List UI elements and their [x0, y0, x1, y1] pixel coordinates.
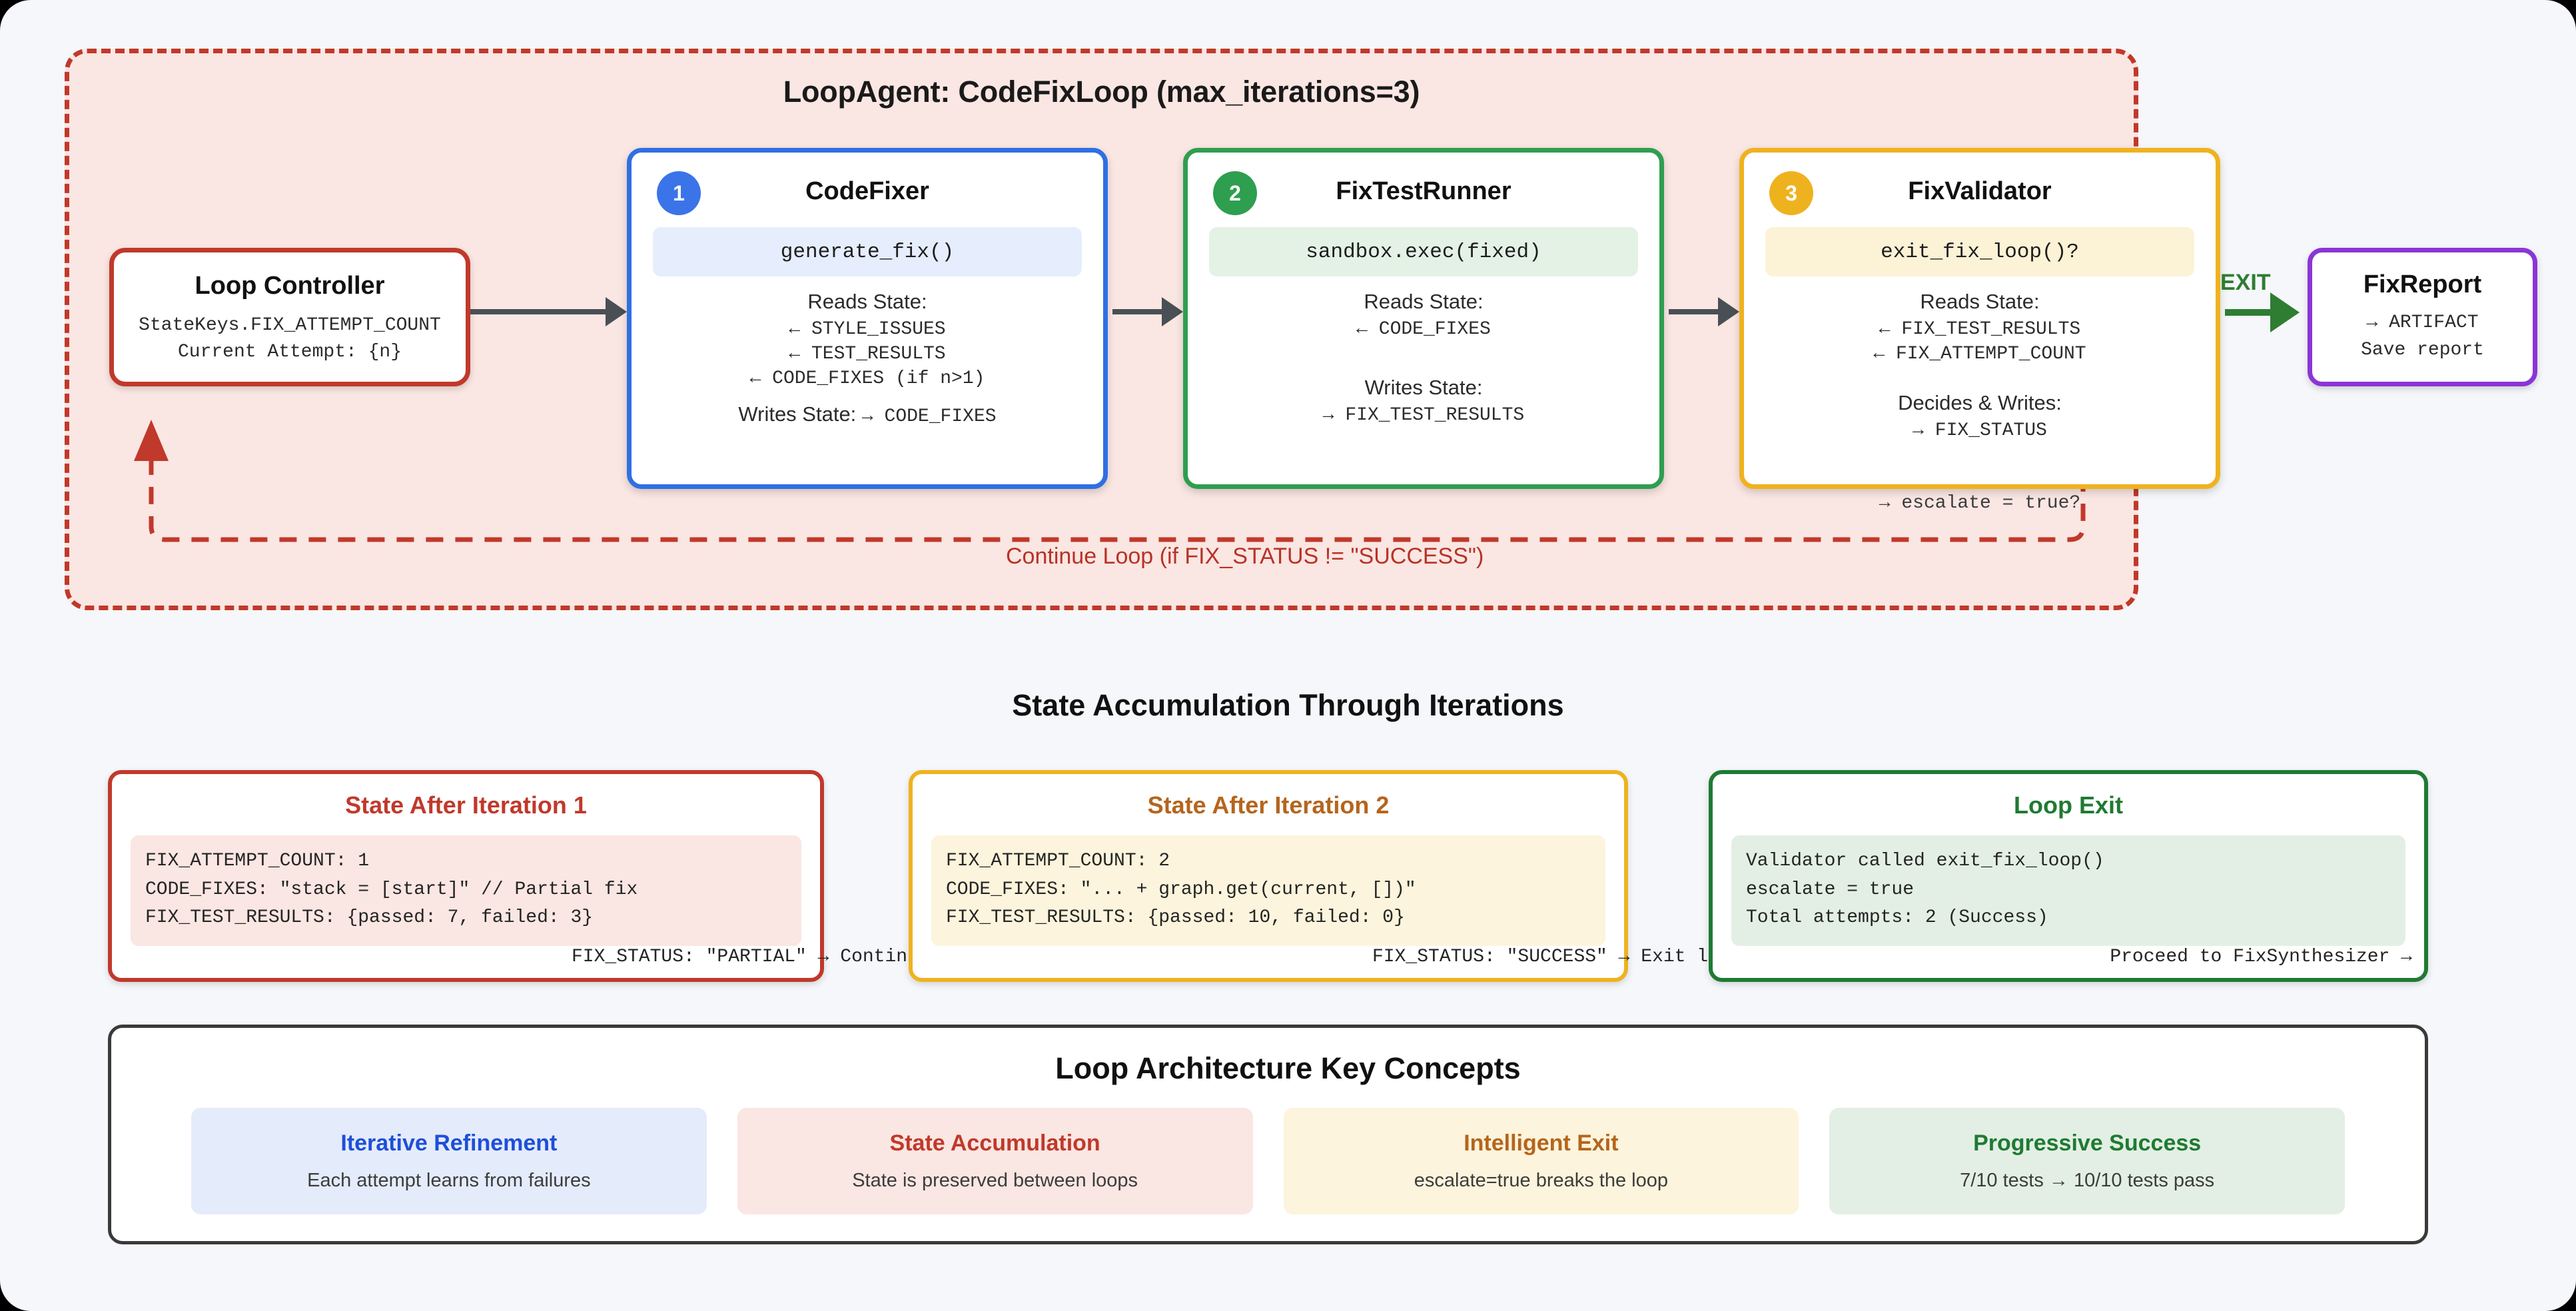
reads-state-item: ← STYLE_ISSUES	[789, 319, 946, 340]
concept-desc: 7/10 tests → 10/10 tests pass	[1960, 1170, 2215, 1191]
state-line: CODE_FIXES: "... + graph.get(current, []…	[946, 879, 1416, 900]
concept-card-intelligent-exit[interactable]: Intelligent Exit escalate=true breaks th…	[1283, 1108, 1799, 1214]
concept-card-progressive-success[interactable]: Progressive Success 7/10 tests → 10/10 t…	[1829, 1108, 2345, 1214]
reads-state-label: Reads State:	[1364, 290, 1484, 313]
reads-state-item: ← FIX_ATTEMPT_COUNT	[1873, 344, 2086, 364]
concept-title: Progressive Success	[1973, 1130, 2202, 1156]
state-card-title: State After Iteration 1	[345, 791, 587, 819]
method-chip-exit-fix-loop: exit_fix_loop()?	[1765, 227, 2194, 276]
state-section-heading: State Accumulation Through Iterations	[1012, 688, 1564, 722]
state-line: Validator called exit_fix_loop()	[1746, 851, 2104, 871]
state-line: escalate = true	[1746, 879, 1915, 900]
concept-card-state-accumulation[interactable]: State Accumulation State is preserved be…	[737, 1108, 1253, 1214]
concept-desc: escalate=true breaks the loop	[1414, 1170, 1669, 1191]
method-chip-sandbox-exec: sandbox.exec(fixed)	[1209, 227, 1638, 276]
state-card-iteration-1[interactable]: State After Iteration 1 FIX_ATTEMPT_COUN…	[108, 770, 986, 982]
state-card-title: Loop Exit	[2014, 791, 2123, 819]
key-concepts-panel: Iterative Refinement Each attempt learns…	[108, 1025, 2428, 1244]
agent-header: 1 CodeFixer	[647, 167, 1087, 224]
arrow-testrunner-to-validator	[1669, 309, 1719, 314]
fix-report-node[interactable]: FixReport → ARTIFACT Save report	[2308, 248, 2537, 386]
concept-title: Iterative Refinement	[340, 1130, 558, 1156]
arrow-controller-to-codefixer	[470, 309, 607, 314]
fix-report-title: FixReport	[2363, 270, 2482, 298]
state-card-iteration-2[interactable]: State After Iteration 2 FIX_ATTEMPT_COUN…	[909, 770, 1742, 982]
step-badge-2: 2	[1213, 171, 1257, 215]
reads-state-item: ← TEST_RESULTS	[789, 344, 946, 364]
state-card-body: FIX_ATTEMPT_COUNT: 2 CODE_FIXES: "... + …	[931, 835, 1605, 946]
reads-state-label: Reads State:	[807, 290, 927, 313]
arrow-codefixer-to-testrunner	[1112, 309, 1163, 314]
continue-loop-label: Continue Loop (if FIX_STATUS != "SUCCESS…	[1006, 544, 1484, 569]
writes-state-inline: Writes State: → CODE_FIXES	[647, 402, 1087, 427]
agent-card-fixvalidator[interactable]: 3 FixValidator exit_fix_loop()? Reads St…	[1739, 148, 2220, 514]
concept-desc: State is preserved between loops	[852, 1170, 1138, 1191]
agent-card-fixtestrunner[interactable]: 2 FixTestRunner sandbox.exec(fixed) Read…	[1183, 148, 1664, 489]
step-badge-3: 3	[1769, 171, 1813, 215]
writes-state-label: Writes State:	[738, 402, 862, 426]
loop-controller-node[interactable]: Loop Controller StateKeys.FIX_ATTEMPT_CO…	[109, 248, 470, 386]
state-card-title: State After Iteration 2	[1147, 791, 1390, 819]
agent-card-codefixer[interactable]: 1 CodeFixer generate_fix() Reads State: …	[627, 148, 1108, 489]
reads-state-label: Reads State:	[1920, 290, 2040, 313]
fix-report-save: Save report	[2361, 339, 2484, 360]
concept-title: State Accumulation	[889, 1130, 1100, 1156]
key-concepts-heading: Loop Architecture Key Concepts	[1055, 1051, 1521, 1085]
writes-state-item: → FIX_STATUS	[1913, 420, 2047, 441]
agent-name-codefixer: CodeFixer	[805, 177, 929, 205]
state-line: FIX_TEST_RESULTS: {passed: 10, failed: 0…	[946, 907, 1405, 929]
concept-card-iterative-refinement[interactable]: Iterative Refinement Each attempt learns…	[191, 1108, 707, 1214]
state-line: FIX_ATTEMPT_COUNT: 1	[145, 851, 370, 871]
writes-state-label: Writes State:	[1364, 376, 1483, 399]
writes-state-item: → FIX_TEST_RESULTS	[1322, 405, 1525, 426]
loop-controller-statekey: StateKeys.FIX_ATTEMPT_COUNT	[139, 314, 441, 336]
agent-header: 2 FixTestRunner	[1204, 167, 1643, 224]
loop-agent-title: LoopAgent: CodeFixLoop (max_iterations=3…	[783, 75, 1420, 109]
key-concepts-row: Iterative Refinement Each attempt learns…	[191, 1108, 2345, 1214]
reads-state-item: ← CODE_FIXES (if n>1)	[749, 368, 985, 389]
concept-title: Intelligent Exit	[1464, 1130, 1619, 1156]
agent-header: 3 FixValidator	[1760, 167, 2200, 224]
exit-arrow-icon	[2225, 309, 2272, 316]
writes-state-item: → CODE_FIXES	[861, 406, 997, 427]
fix-report-artifact: → ARTIFACT	[2366, 312, 2479, 333]
step-badge-1: 1	[657, 171, 701, 215]
loop-controller-attempt: Current Attempt: {n}	[177, 341, 402, 362]
state-card-loop-exit[interactable]: Loop Exit Validator called exit_fix_loop…	[1709, 770, 2428, 982]
decides-writes-label: Decides & Writes:	[1898, 391, 2062, 414]
method-chip-generate-fix: generate_fix()	[653, 227, 1082, 276]
state-line: Total attempts: 2 (Success)	[1746, 907, 2048, 929]
exit-label: EXIT	[2220, 270, 2271, 295]
state-line: FIX_ATTEMPT_COUNT: 2	[946, 851, 1170, 871]
concept-desc: Each attempt learns from failures	[307, 1170, 591, 1191]
state-line: CODE_FIXES: "stack = [start]" // Partial…	[145, 879, 638, 900]
reads-state-item: ← CODE_FIXES	[1356, 319, 1491, 340]
state-card-body: Validator called exit_fix_loop() escalat…	[1731, 835, 2405, 946]
loop-controller-title: Loop Controller	[195, 271, 385, 300]
state-line: FIX_TEST_RESULTS: {passed: 7, failed: 3}	[145, 907, 594, 929]
agent-name-fixvalidator: FixValidator	[1908, 177, 2052, 205]
state-card-footer: FIX_STATUS: "SUCCESS" → Exit loop	[1372, 947, 1742, 967]
reads-state-item: ← FIX_TEST_RESULTS	[1879, 319, 2081, 340]
escalate-overflow-line: → escalate = true?	[1879, 493, 2081, 514]
agent-name-fixtestrunner: FixTestRunner	[1336, 177, 1511, 205]
state-card-body: FIX_ATTEMPT_COUNT: 1 CODE_FIXES: "stack …	[131, 835, 801, 946]
state-card-footer: Proceed to FixSynthesizer →	[2110, 947, 2412, 967]
